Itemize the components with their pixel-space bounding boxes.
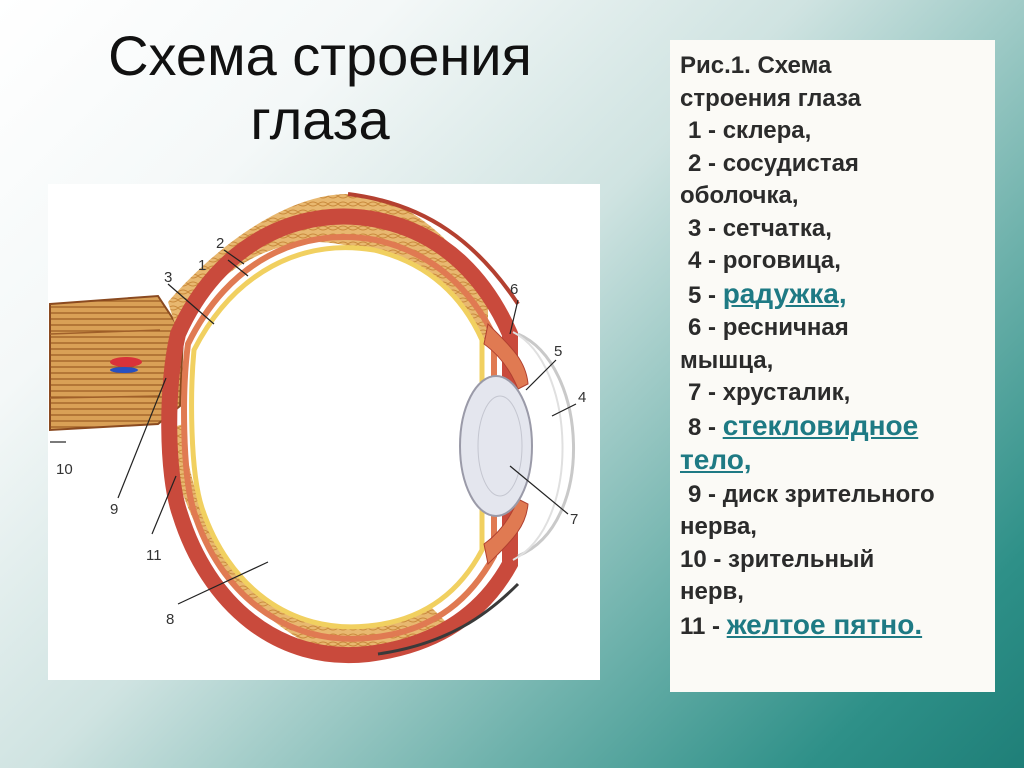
slide-title: Схема строения глаза (40, 24, 600, 152)
caption-item-9-cont: нерва, (680, 513, 757, 540)
item-number: 5 - (688, 281, 723, 309)
caption-item-11: 11 - желтое пятно. (680, 609, 995, 644)
caption-item-1: 1 - склера, (680, 115, 995, 148)
eye-diagram-svg: 2 1 3 6 5 4 7 8 9 10 11 (49, 192, 586, 664)
item-number: 2 - (688, 149, 723, 177)
caption-item-5: 5 - радужка, (680, 278, 995, 313)
slide-title-line1: Схема строения (108, 24, 532, 87)
caption-item-10: 10 - зрительный (680, 544, 995, 577)
item-number: 10 - (680, 545, 729, 573)
caption-item-9: 9 - диск зрительного (680, 479, 995, 512)
caption-item-7: 7 - хрусталик, (680, 377, 995, 410)
caption-item-8: 8 - стекловидное (680, 410, 995, 445)
item-number: 6 - (688, 314, 723, 341)
choroid (181, 234, 497, 642)
sclera (161, 208, 518, 664)
label-3: 3 (164, 269, 172, 286)
label-5: 5 (554, 343, 562, 360)
cornea (517, 332, 575, 558)
item-number: 7 - (688, 379, 723, 406)
iris-link[interactable]: радужка, (722, 277, 847, 309)
caption-item-4: 4 - роговица, (680, 245, 995, 278)
item-number: 1 - (688, 117, 723, 144)
caption-item-2-cont: оболочка, (680, 182, 799, 209)
retina (189, 245, 485, 630)
caption-item-6: 6 - ресничная (680, 312, 995, 345)
label-11: 11 (146, 547, 162, 564)
item-number: 9 - (688, 480, 723, 508)
macula-link[interactable]: желтое пятно. (726, 608, 923, 640)
label-1: 1 (198, 257, 206, 274)
item-text: сетчатка, (722, 214, 832, 242)
label-4: 4 (578, 389, 586, 406)
item-text: сосудистая (722, 149, 859, 177)
slide-title-line2: глаза (250, 88, 390, 151)
item-number: 4 - (688, 247, 723, 274)
label-10: 10 (56, 461, 73, 478)
caption-item-10-cont: нерв, (680, 578, 744, 605)
label-9: 9 (110, 501, 118, 518)
ciliary-body-lower (483, 498, 529, 566)
item-text: склера, (722, 117, 812, 144)
vitreous-link-cont[interactable]: тело, (680, 444, 752, 475)
caption-item-6-cont: мышца, (680, 346, 774, 374)
vitreous-link[interactable]: стекловидное (722, 409, 919, 441)
label-8: 8 (166, 611, 174, 628)
item-text: ресничная (722, 314, 849, 341)
caption-item-2: 2 - сосудистая (680, 148, 995, 181)
ciliary-body (483, 322, 529, 390)
item-text: роговица, (722, 247, 841, 274)
item-number: 11 - (680, 612, 727, 640)
caption-heading-1: Рис.1. Схема (680, 52, 832, 79)
caption-box: Рис.1. Схема строения глаза 1 - склера, … (670, 40, 995, 692)
label-2: 2 (216, 235, 224, 252)
caption-item-3: 3 - сетчатка, (680, 213, 995, 246)
label-6: 6 (510, 281, 518, 298)
item-number: 8 - (688, 413, 723, 441)
caption-heading-2: строения глаза (680, 84, 861, 112)
eye-diagram: 2 1 3 6 5 4 7 8 9 10 11 (48, 184, 600, 680)
caption-item-8-cont: тело, (680, 444, 995, 479)
item-text: зрительный (728, 545, 875, 573)
item-number: 3 - (688, 214, 723, 242)
item-text: диск зрительного (722, 480, 935, 508)
label-7: 7 (570, 511, 578, 528)
lens (459, 375, 533, 517)
item-text: хрусталик, (722, 379, 851, 406)
